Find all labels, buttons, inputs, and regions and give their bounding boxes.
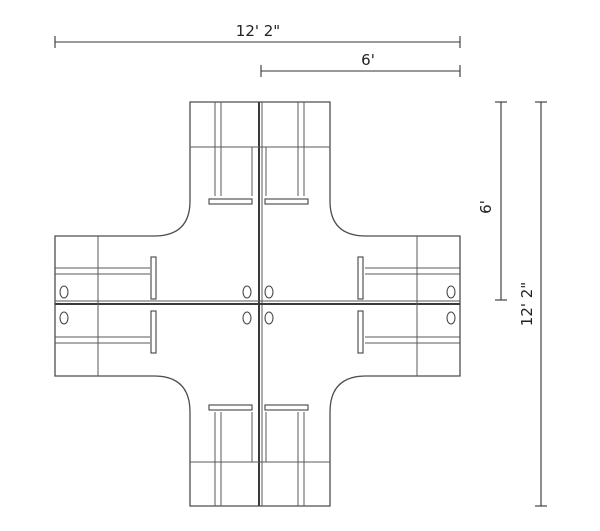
right-upper-monitor [357, 256, 364, 300]
right-lower-grommet [446, 311, 456, 325]
center-grommet-upper-right [264, 285, 274, 299]
dimension-right-overall: 12' 2" [518, 101, 547, 507]
left-wing-storage [55, 236, 157, 376]
center-grommet-lower-left [242, 311, 252, 325]
workstation-outline [54, 101, 461, 507]
bottom-wing-storage [190, 404, 330, 506]
center-grommets [242, 285, 274, 325]
dimension-top-partial: 6' [260, 51, 461, 77]
top-wing-storage [190, 102, 330, 205]
bottom-right-monitor [264, 404, 309, 411]
top-left-monitor [208, 198, 253, 205]
center-grommet-lower-right [264, 311, 274, 325]
dimension-top-partial-label: 6' [361, 51, 375, 69]
center-grommet-upper-left [242, 285, 252, 299]
bottom-left-monitor [208, 404, 253, 411]
left-upper-monitor [150, 256, 157, 300]
dimension-right-overall-label: 12' 2" [518, 282, 536, 326]
left-lower-grommet [59, 311, 69, 325]
top-right-monitor [264, 198, 309, 205]
dimension-top-overall: 12' 2" [54, 22, 461, 48]
left-lower-monitor [150, 310, 157, 354]
dimension-top-overall-label: 12' 2" [236, 22, 280, 40]
dimension-right-partial: 6' [477, 101, 507, 301]
right-wing-storage [357, 236, 460, 376]
right-lower-monitor [357, 310, 364, 354]
right-upper-grommet [446, 285, 456, 299]
left-upper-grommet [59, 285, 69, 299]
dimension-right-partial-label: 6' [477, 200, 495, 214]
